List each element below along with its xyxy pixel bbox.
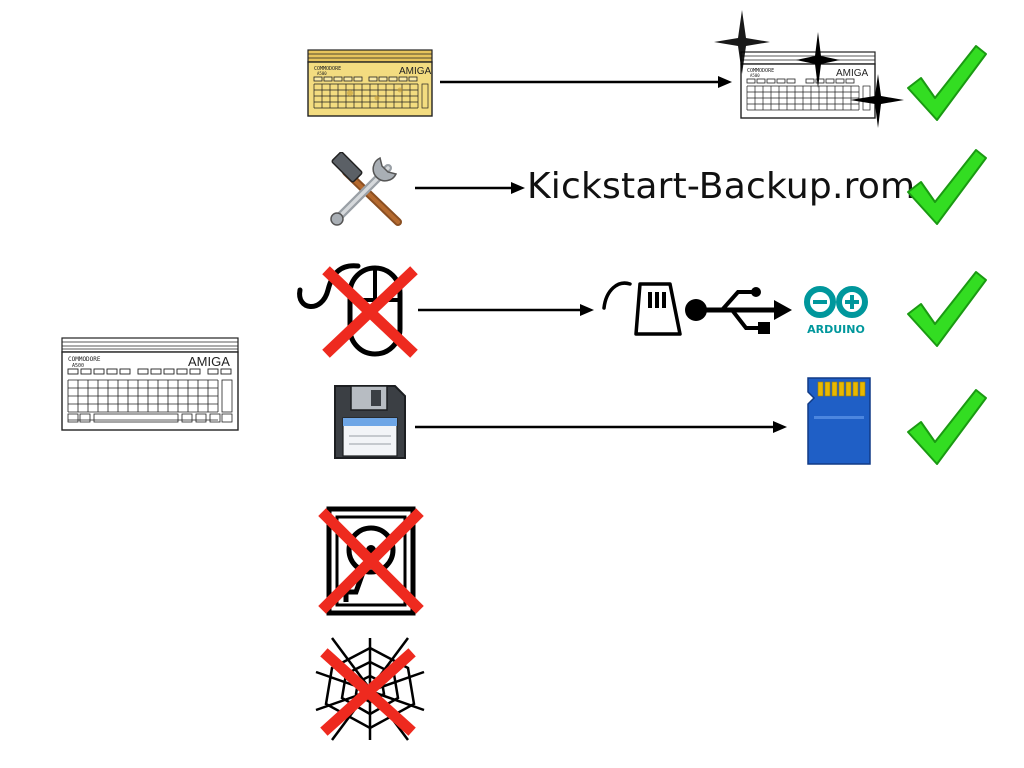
amiga-500-model-name-text: AMIGA [188, 354, 230, 369]
amiga-model-name-text: AMIGA [399, 66, 432, 77]
check-icon-row1 [907, 45, 987, 121]
amiga-model-number-text: A500 [317, 71, 327, 76]
check-icon-row2 [907, 149, 987, 225]
arrow-row4 [415, 421, 787, 433]
check-icon-row4 [907, 389, 987, 465]
amiga-restored-model-name-text: AMIGA [836, 68, 869, 79]
sparkle-icons [714, 10, 904, 128]
amiga-mouse-icon [602, 281, 682, 336]
hammer-wrench-icon [330, 152, 402, 226]
usb-icon [685, 287, 792, 334]
amiga-500-brand-text: COMMODORE [68, 356, 101, 363]
amiga-500-icon: COMMODORE A500 AMIGA [61, 337, 239, 431]
amiga-restored-icon: COMMODORE A500 AMIGA [714, 10, 904, 128]
cross-icon-web [320, 648, 416, 736]
amiga-restored-model-number-text: A500 [750, 73, 760, 78]
cross-icon-hard-drive [318, 508, 424, 614]
arrow-row2 [415, 182, 525, 194]
cross-icon-mouse [322, 266, 418, 358]
amiga-restored-brand-text: COMMODORE [747, 68, 774, 74]
amiga-brand-text: COMMODORE [314, 66, 341, 72]
kickstart-rom-label: Kickstart-Backup.rom [527, 166, 916, 207]
check-icon-row3 [907, 271, 987, 347]
arrow-row1 [440, 76, 732, 88]
sd-card-icon [807, 377, 871, 465]
amiga-500-model-number-text: A500 [72, 363, 84, 369]
floppy-disk-icon [334, 385, 406, 459]
arrow-row3 [418, 304, 594, 316]
amiga-yellowed-icon: COMMODORE A500 AMIGA [307, 49, 433, 117]
arduino-label: ARDUINO [807, 323, 865, 336]
arduino-logo-icon: ARDUINO [804, 286, 868, 336]
